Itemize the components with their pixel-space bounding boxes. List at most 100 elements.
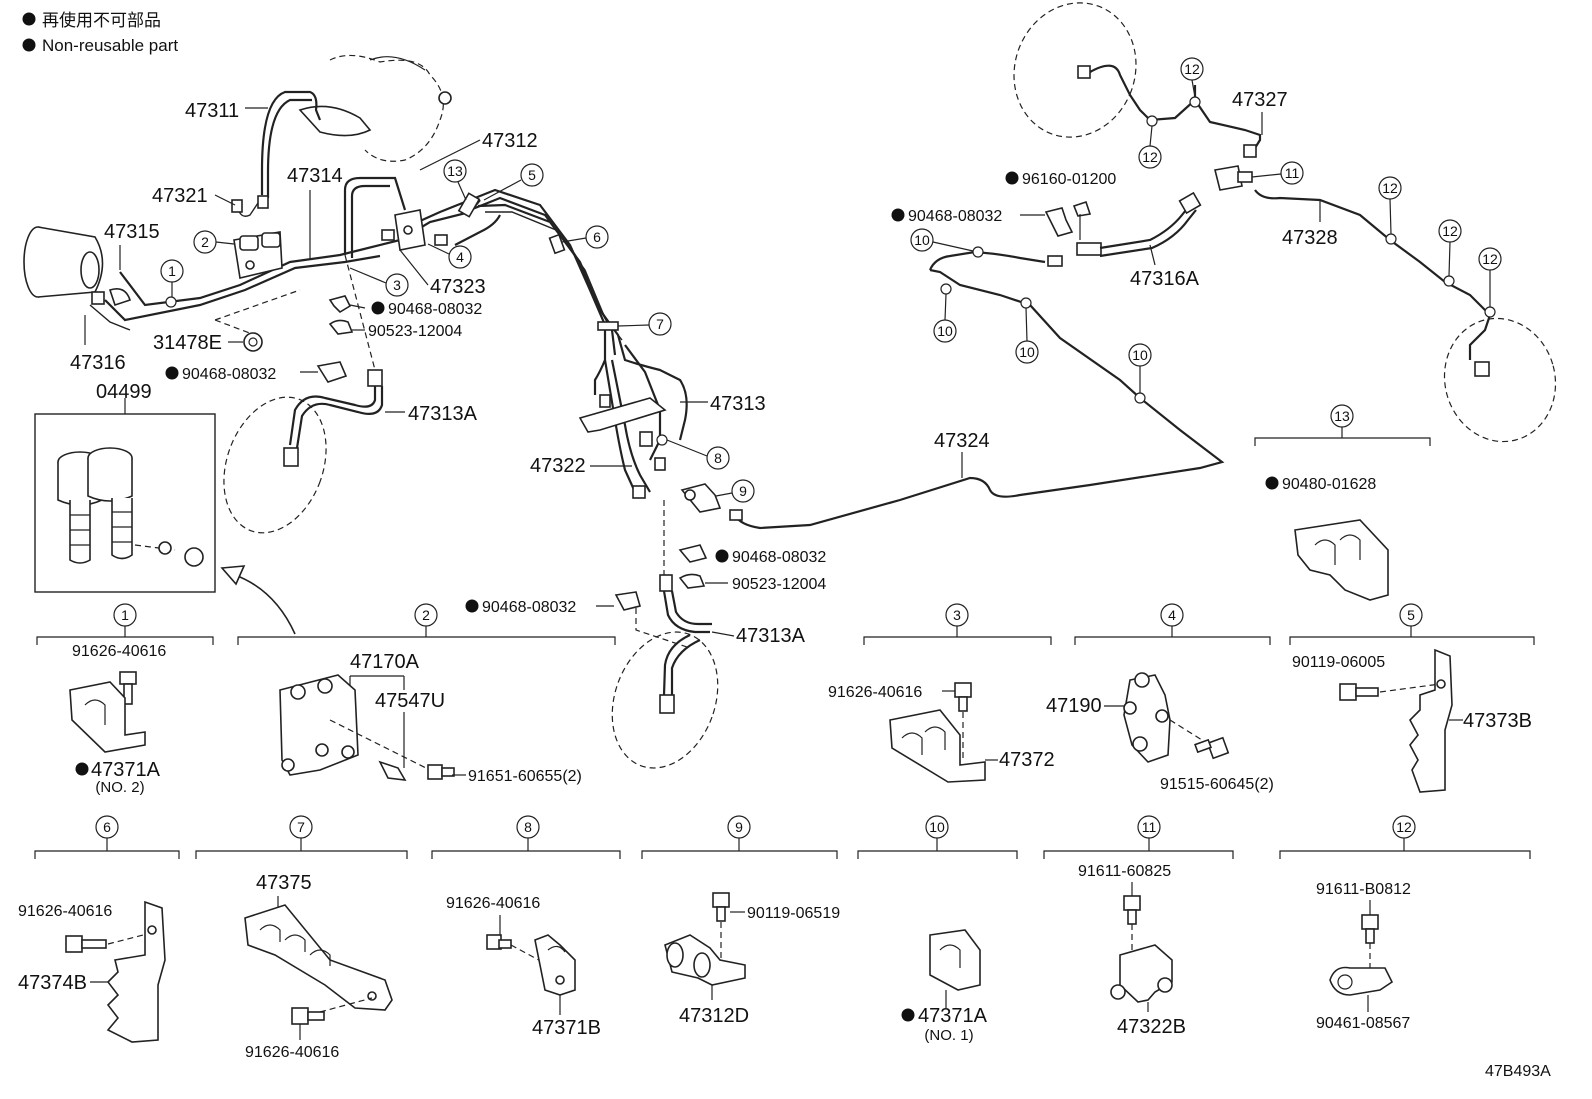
group5-bolt: 90119-06005 — [1292, 654, 1385, 671]
marker-1: 1 — [160, 259, 184, 283]
detail-box-04499 — [34, 398, 216, 593]
marker-10: 10 — [1015, 340, 1039, 364]
label-47313A-top: 47313A — [408, 403, 478, 425]
group3-bolt: 91626-40616 — [828, 684, 922, 701]
detail-group-3: 3 91626-40616 47372 — [828, 603, 1055, 783]
label-47324: 47324 — [934, 430, 990, 452]
bracket-47375-detail-drawing — [244, 904, 393, 1011]
label-04499: 04499 — [96, 381, 152, 403]
arrow-to-04499 — [220, 565, 296, 635]
detail-group-7: 7 47375 91626-40616 — [195, 815, 408, 1061]
label-47311: 47311 — [185, 100, 239, 122]
clip-5-marker-shape — [457, 192, 481, 218]
detail-group-6: 6 91626-40616 47374B — [18, 815, 180, 1043]
group6-bolt: 91626-40616 — [18, 903, 112, 920]
non-reusable-bullet-icon — [22, 12, 36, 26]
group10-part: 47371A — [918, 1005, 988, 1027]
pipe-bundle-center — [469, 188, 688, 493]
svg-text:1: 1 — [121, 607, 129, 623]
svg-text:3: 3 — [393, 277, 401, 293]
junction-47190-drawing — [381, 209, 448, 251]
group12-bolt: 91611-B0812 — [1316, 881, 1411, 898]
bolt-icon — [427, 764, 455, 780]
group1-part: 47371A — [91, 759, 161, 781]
rear-brake-left — [1013, 2, 1262, 158]
bracket-47374B-drawing — [106, 900, 166, 1043]
clamp-47371A-no2-drawing — [69, 681, 146, 753]
marker-10: 10 — [1128, 343, 1152, 367]
svg-text:9: 9 — [735, 819, 743, 835]
leader — [1149, 244, 1156, 266]
non-reusable-bullet-icon — [901, 1008, 915, 1022]
svg-text:11: 11 — [1285, 165, 1300, 181]
group4-bolt: 91515-60645(2) — [1160, 776, 1274, 793]
detail-group-4: 4 47190 91515-60645(2) — [1046, 603, 1274, 793]
non-reusable-bullet-icon — [715, 549, 729, 563]
svg-text:10: 10 — [929, 819, 945, 835]
non-reusable-bullet-icon — [1005, 171, 1019, 185]
drawing-code: 47B493A — [1485, 1063, 1551, 1080]
group8-bolt: 91626-40616 — [446, 895, 540, 912]
marker-3: 3 — [385, 273, 409, 297]
rear-brake-right — [1254, 189, 1557, 443]
marker-11: 11 — [1280, 161, 1304, 185]
marker-7: 7 — [648, 312, 672, 336]
label-90468-e: 90468-08032 — [908, 208, 1002, 225]
clamp-90480-drawing — [1294, 519, 1389, 601]
svg-text:10: 10 — [1132, 347, 1148, 363]
detail-group-12: 12 91611-B0812 90461-08567 — [1279, 815, 1531, 1032]
label-47323: 47323 — [430, 276, 486, 298]
group12-part: 90461-08567 — [1316, 1015, 1410, 1032]
group8-part: 47371B — [532, 1017, 601, 1039]
bracket-47375-center — [578, 394, 667, 499]
detail-group-10: 10 47371A (NO. 1) — [857, 815, 1018, 1044]
marker-12: 12 — [1378, 176, 1402, 200]
legend-en: Non-reusable part — [42, 36, 178, 55]
group9-part: 47312D — [679, 1005, 749, 1027]
svg-text:1: 1 — [168, 263, 176, 279]
non-reusable-bullet-icon — [891, 208, 905, 222]
label-47321: 47321 — [152, 185, 208, 207]
tee-47322B-detail-drawing — [1119, 944, 1173, 1003]
group3-part: 47372 — [999, 749, 1055, 771]
group10-note: (NO. 1) — [924, 1027, 973, 1044]
label-47312: 47312 — [482, 130, 538, 152]
valve-47170A-drawing — [214, 231, 301, 336]
bolt-icon — [1339, 683, 1379, 701]
svg-text:8: 8 — [714, 450, 722, 466]
marker-9: 9 — [731, 479, 755, 503]
bracket-47373B-drawing — [1409, 648, 1453, 793]
legend: 再使用不可部品 Non-reusable part — [22, 10, 178, 55]
pipe-47324 — [729, 250, 1225, 530]
clamp-47371A-no1-drawing — [929, 929, 981, 991]
master-cylinder-drawing — [23, 226, 132, 307]
flex-hose-47313A-top — [223, 361, 405, 534]
non-reusable-bullet-icon — [465, 599, 479, 613]
svg-text:5: 5 — [528, 167, 536, 183]
label-90523-b: 90523-12004 — [732, 576, 826, 593]
label-47322: 47322 — [530, 455, 586, 477]
svg-text:12: 12 — [1382, 180, 1398, 196]
group11-bolt: 91611-60825 — [1078, 863, 1171, 880]
marker-13: 13 — [443, 159, 467, 183]
svg-text:9: 9 — [739, 483, 747, 499]
flex-hose-47313A-bottom — [611, 500, 719, 769]
marker-5: 5 — [520, 163, 544, 187]
marker-2: 2 — [193, 230, 217, 254]
label-47328: 47328 — [1282, 227, 1338, 249]
detail-group-1: 1 91626-40616 47371A (NO. 2) — [36, 603, 214, 796]
detail-group-5: 5 90119-06005 47373B — [1289, 603, 1535, 793]
svg-text:12: 12 — [1184, 61, 1200, 77]
clip-90468-top — [328, 295, 366, 314]
bolt-icon — [1123, 895, 1141, 925]
leader — [399, 249, 429, 286]
label-47313: 47313 — [710, 393, 766, 415]
non-reusable-bullet-icon — [75, 762, 89, 776]
label-96160: 96160-01200 — [1022, 171, 1116, 188]
bolt-icon — [65, 935, 107, 953]
marker-4: 4 — [448, 245, 472, 269]
group7-bolt: 91626-40616 — [245, 1044, 339, 1061]
svg-text:4: 4 — [1168, 607, 1176, 623]
detail-group-9: 9 90119-06519 47312D — [641, 815, 840, 1027]
